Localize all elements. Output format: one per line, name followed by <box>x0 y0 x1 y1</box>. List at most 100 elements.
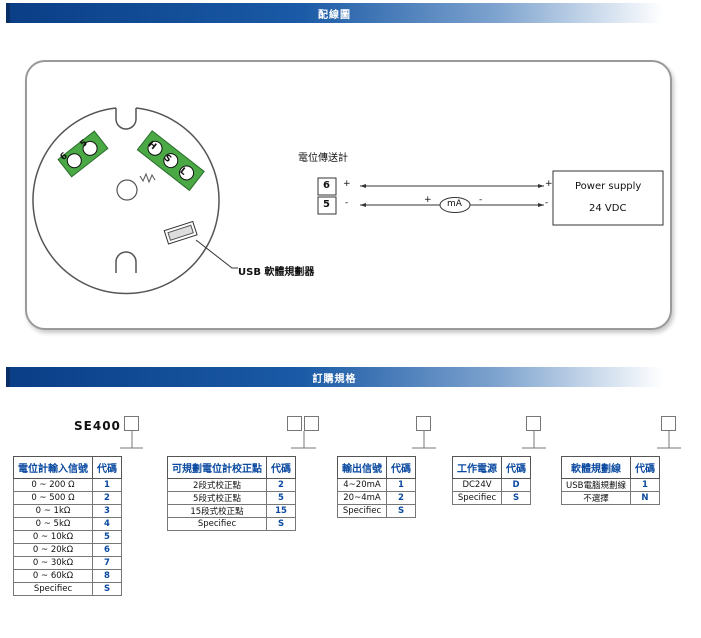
usb-port <box>163 220 198 245</box>
table-cell: Specifiec <box>452 491 502 505</box>
code-cell: S <box>92 582 122 596</box>
code-cell: 8 <box>92 569 122 583</box>
table-cell: 不選擇 <box>561 491 631 505</box>
table-cell: USB電腦規劃線 <box>561 478 631 492</box>
order-code-box <box>661 416 676 431</box>
terminal-5-label: 5 <box>323 199 330 210</box>
column-header: 代碼 <box>92 456 122 479</box>
table-cell: 0 ~ 20kΩ <box>13 543 93 557</box>
table-cell: 0 ~ 60kΩ <box>13 569 93 583</box>
code-cell: 2 <box>266 478 296 492</box>
banner-title: 訂購規格 <box>312 374 357 385</box>
order-code-box <box>287 416 302 431</box>
table-cell: Specifiec <box>13 582 93 596</box>
code-cell: 4 <box>92 517 122 531</box>
power-supply-box <box>552 170 664 226</box>
transmitter-housing <box>32 107 220 295</box>
code-cell: 5 <box>266 491 296 505</box>
column-header: 代碼 <box>501 456 531 479</box>
table-cell: 0 ~ 200 Ω <box>13 478 93 492</box>
code-cell: 1 <box>92 478 122 492</box>
minus-sign: - <box>545 198 549 208</box>
resistor-symbol <box>139 172 156 184</box>
column-header: 輸出信號 <box>337 456 387 479</box>
ammeter-label: mA <box>447 199 462 209</box>
terminal-6-box <box>317 177 337 196</box>
model-number: SE400 <box>74 419 121 433</box>
table-cell: 4~20mA <box>337 478 387 492</box>
code-cell: D <box>501 478 531 492</box>
column-header: 工作電源 <box>452 456 502 479</box>
plus-sign: + <box>424 195 432 205</box>
column-header: 代碼 <box>386 456 416 479</box>
usb-label: USB 軟體規劃器 <box>238 267 315 278</box>
table-cell: 15段式校正點 <box>167 504 267 518</box>
banner-title: 配線圖 <box>318 10 351 21</box>
table-cell: 0 ~ 30kΩ <box>13 556 93 570</box>
usb-callout-line <box>195 239 238 269</box>
table-cell: Specifiec <box>167 517 267 531</box>
plus-sign: + <box>545 179 553 189</box>
code-cell: 2 <box>386 491 416 505</box>
code-cell: 15 <box>266 504 296 518</box>
order-code-box <box>124 416 139 431</box>
table-cell: 0 ~ 1kΩ <box>13 504 93 518</box>
section-banner-order: 訂購規格 <box>6 367 663 387</box>
code-cell: S <box>266 517 296 531</box>
minus-sign: - <box>345 198 349 208</box>
table-cell: Specifiec <box>337 504 387 518</box>
table-cell: 2段式校正點 <box>167 478 267 492</box>
code-cell: 1 <box>386 478 416 492</box>
order-code-box <box>526 416 541 431</box>
code-cell: 6 <box>92 543 122 557</box>
code-cell: 5 <box>92 530 122 544</box>
power-voltage-label: 24 VDC <box>589 203 627 214</box>
section-banner-wiring: 配線圖 <box>6 3 663 23</box>
table-cell: 0 ~ 5kΩ <box>13 517 93 531</box>
power-supply-label: Power supply <box>575 181 642 192</box>
code-cell: S <box>501 491 531 505</box>
column-header: 軟體規劃線 <box>561 456 631 479</box>
table-cell: 0 ~ 10kΩ <box>13 530 93 544</box>
center-hole <box>116 179 138 201</box>
terminal-6-label: 6 <box>323 180 330 191</box>
order-code-box <box>304 416 319 431</box>
terminal-block-right <box>136 130 205 192</box>
plus-sign: + <box>343 179 351 189</box>
table-cell: 20~4mA <box>337 491 387 505</box>
column-header: 代碼 <box>629 456 660 479</box>
ammeter-symbol <box>439 197 471 213</box>
terminal-5-box <box>317 196 337 215</box>
order-connectors <box>120 431 681 449</box>
column-header: 電位計輸入信號 <box>13 456 93 479</box>
terminal-block-left <box>57 130 109 178</box>
order-code-box <box>416 416 431 431</box>
table-cell: 5段式校正點 <box>167 491 267 505</box>
code-cell: S <box>386 504 416 518</box>
code-cell: 7 <box>92 556 122 570</box>
column-header: 代碼 <box>266 456 296 479</box>
column-header: 可規劃電位計校正點 <box>167 456 267 479</box>
